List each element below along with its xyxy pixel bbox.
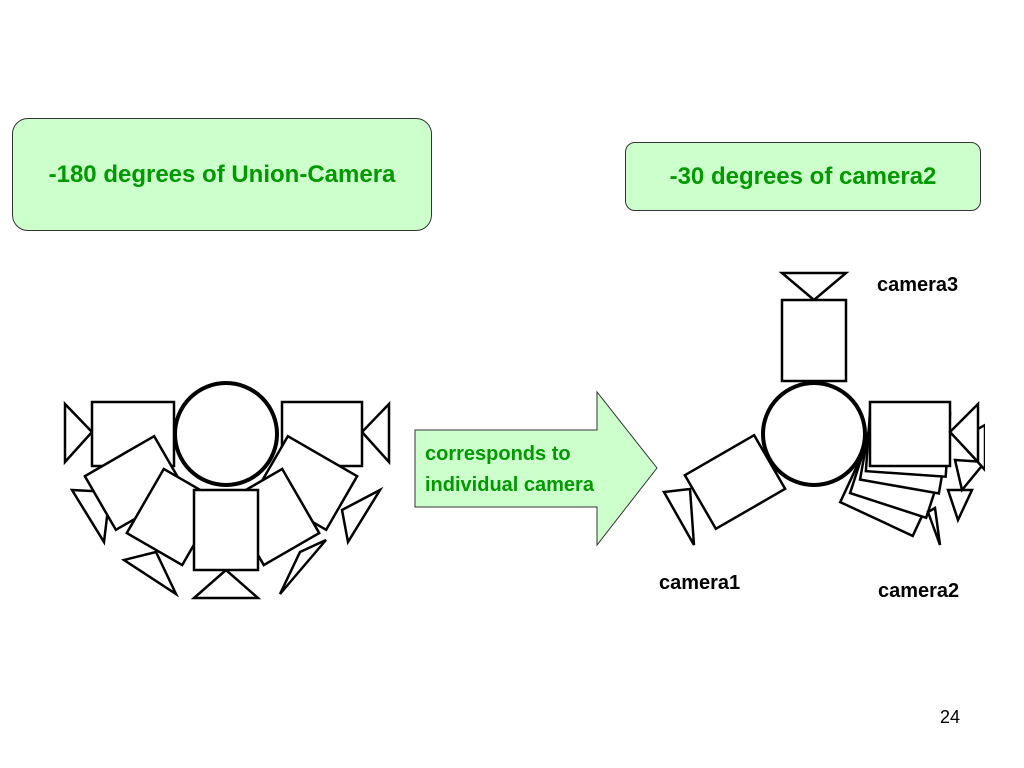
camera2-body-pos1 <box>868 400 952 468</box>
camera3-label: camera3 <box>877 274 959 296</box>
camera-right-diag1-lens <box>340 486 384 546</box>
camera3-lens <box>778 271 850 302</box>
union-camera-center-circle <box>173 381 279 487</box>
camera-bottom-lens <box>190 568 262 600</box>
union-camera-header-text: -180 degrees of Union-Camera <box>48 160 396 188</box>
camera-left-horizontal-lens <box>63 400 94 466</box>
individual-camera-center-circle <box>761 381 867 487</box>
camera1-lens <box>661 487 696 546</box>
arrow-label-line2: individual camera <box>425 474 594 496</box>
union-camera-header-box: -180 degrees of Union-Camera <box>12 118 432 231</box>
camera2-lens-pos5 <box>926 505 942 546</box>
camera2-header-box: -30 degrees of camera2 <box>625 142 981 211</box>
camera2-lens-pos3 <box>953 458 985 493</box>
arrow-label-line1: corresponds to <box>425 443 571 465</box>
individual-camera-group <box>661 271 985 546</box>
slide-number: 24 <box>940 707 961 727</box>
camera2-lens-pos1 <box>948 400 980 466</box>
union-camera-group <box>63 381 391 600</box>
camera2-label: camera2 <box>878 580 960 602</box>
camera-right-horizontal-lens <box>360 400 391 466</box>
camera-bottom-body <box>192 488 260 572</box>
camera2-lens-pos4 <box>946 488 974 524</box>
corresponds-arrow <box>414 390 658 547</box>
camera-left-diag2-lens <box>120 550 180 598</box>
camera-right-diag2-lens <box>278 538 327 595</box>
camera3-body <box>780 298 848 383</box>
camera1-label: camera1 <box>659 572 741 594</box>
camera2-header-text: -30 degrees of camera2 <box>669 162 937 190</box>
